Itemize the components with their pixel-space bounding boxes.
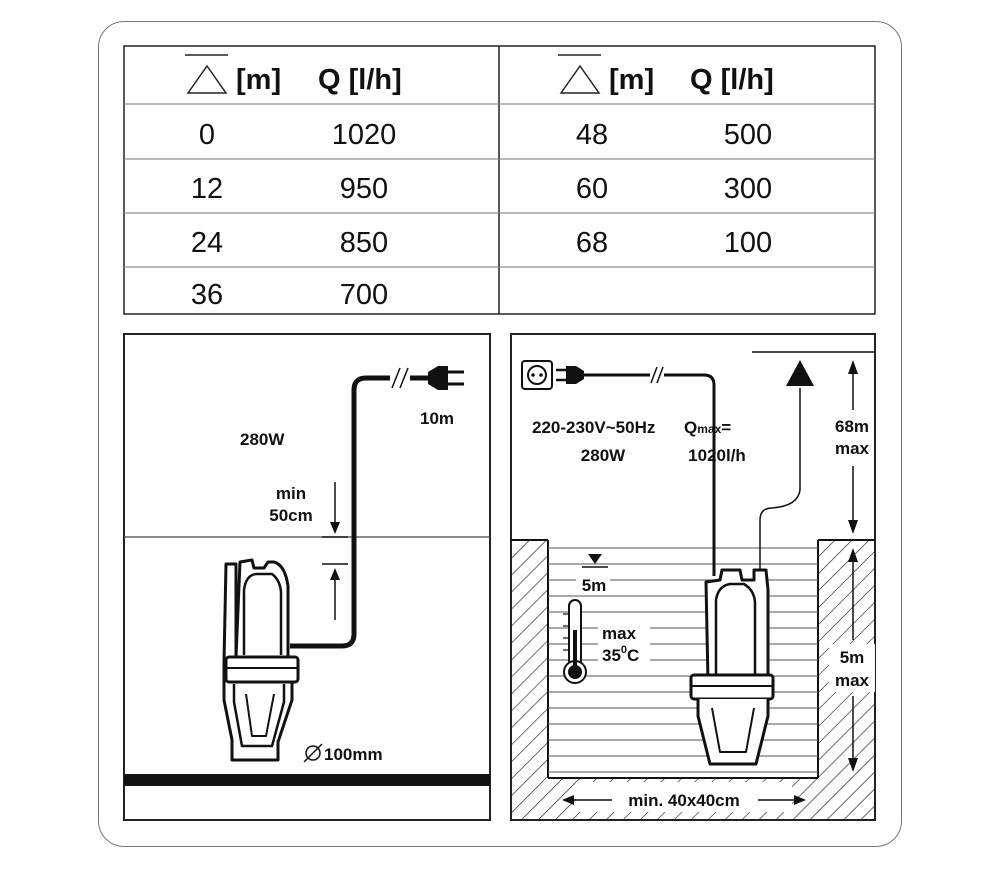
head-height-icon <box>185 54 228 94</box>
pump-icon <box>689 568 775 766</box>
table-cell-height: 48 <box>576 119 608 151</box>
thermometer-icon <box>563 599 587 684</box>
degree-sign: 0 <box>621 644 627 656</box>
table-cell-height: 24 <box>191 227 223 259</box>
well-size-label: min. 40x40cm <box>628 791 740 810</box>
well-width-dimension <box>562 795 806 805</box>
qmax-letter: Q <box>684 418 697 437</box>
ground-bar <box>124 774 490 786</box>
delivery-pipe <box>759 388 801 576</box>
min-depth-label-line1: min <box>276 484 306 503</box>
qmax-label: Qmax= <box>684 418 731 437</box>
lift-height-dimension <box>848 360 858 534</box>
cable-length-label: 10m <box>420 409 454 428</box>
table-header-flow-right: Q [l/h] <box>690 64 774 96</box>
min-depth-dimension <box>322 482 348 620</box>
table-cell-height: 12 <box>191 173 223 205</box>
qmax-value: 1020l/h <box>688 446 746 465</box>
voltage-label: 220-230V~50Hz <box>532 418 655 437</box>
plug-icon <box>428 366 464 390</box>
installation-panel-left: 280W 10m min 50cm 100mm <box>123 333 491 821</box>
power-label: 280W <box>240 430 285 449</box>
power-cable <box>290 375 390 649</box>
temp-max-label: max <box>602 624 637 643</box>
table-cell-flow: 1020 <box>332 119 397 151</box>
table-cell-flow: 100 <box>724 227 772 259</box>
diameter-label: 100mm <box>324 745 383 764</box>
card-frame <box>98 21 902 847</box>
diameter-icon <box>303 743 323 763</box>
power-label: 280W <box>581 446 626 465</box>
well-depth-value: 5m <box>840 648 865 667</box>
head-height-icon <box>558 54 601 94</box>
installation-panel-right: 220-230V~50Hz 280W Qmax= 1020l/h 68m max… <box>510 333 876 821</box>
table-cell-flow: 300 <box>724 173 772 205</box>
pump-icon <box>222 558 300 762</box>
socket-icon <box>521 360 553 390</box>
flow-up-arrow <box>786 360 814 386</box>
well-depth-max: max <box>835 671 870 690</box>
table-header-height-right: [m] <box>609 64 654 96</box>
table-cell-height: 36 <box>191 279 223 311</box>
cable-break-mark <box>391 367 401 389</box>
table-header-flow-left: Q [l/h] <box>318 64 402 96</box>
submersion-depth-label: 5m <box>582 576 607 595</box>
performance-table: [m] Q [l/h] [m] Q [l/h] 0 1020 12 950 24… <box>123 45 876 315</box>
temp-number: 35 <box>602 646 621 665</box>
lift-height-max: max <box>835 439 870 458</box>
qmax-equals: = <box>721 418 731 437</box>
table-cell-flow: 500 <box>724 119 772 151</box>
water-level-icon <box>588 554 602 564</box>
qmax-subscript: max <box>697 422 721 436</box>
well-depth-dimension <box>848 548 858 772</box>
well-wall-left <box>511 540 548 820</box>
table-cell-height: 60 <box>576 173 608 205</box>
temp-value: 350C <box>602 644 639 665</box>
table-cell-flow: 950 <box>340 173 388 205</box>
table-cell-height: 0 <box>199 119 215 151</box>
table-cell-flow: 850 <box>340 227 388 259</box>
table-cell-height: 68 <box>576 227 608 259</box>
lift-height-value: 68m <box>835 417 869 436</box>
table-cell-flow: 700 <box>340 279 388 311</box>
table-header-height-left: [m] <box>236 64 281 96</box>
min-depth-label-line2: 50cm <box>269 506 312 525</box>
well-water <box>548 547 818 773</box>
temp-unit: C <box>627 646 639 665</box>
plug-icon <box>556 366 584 384</box>
